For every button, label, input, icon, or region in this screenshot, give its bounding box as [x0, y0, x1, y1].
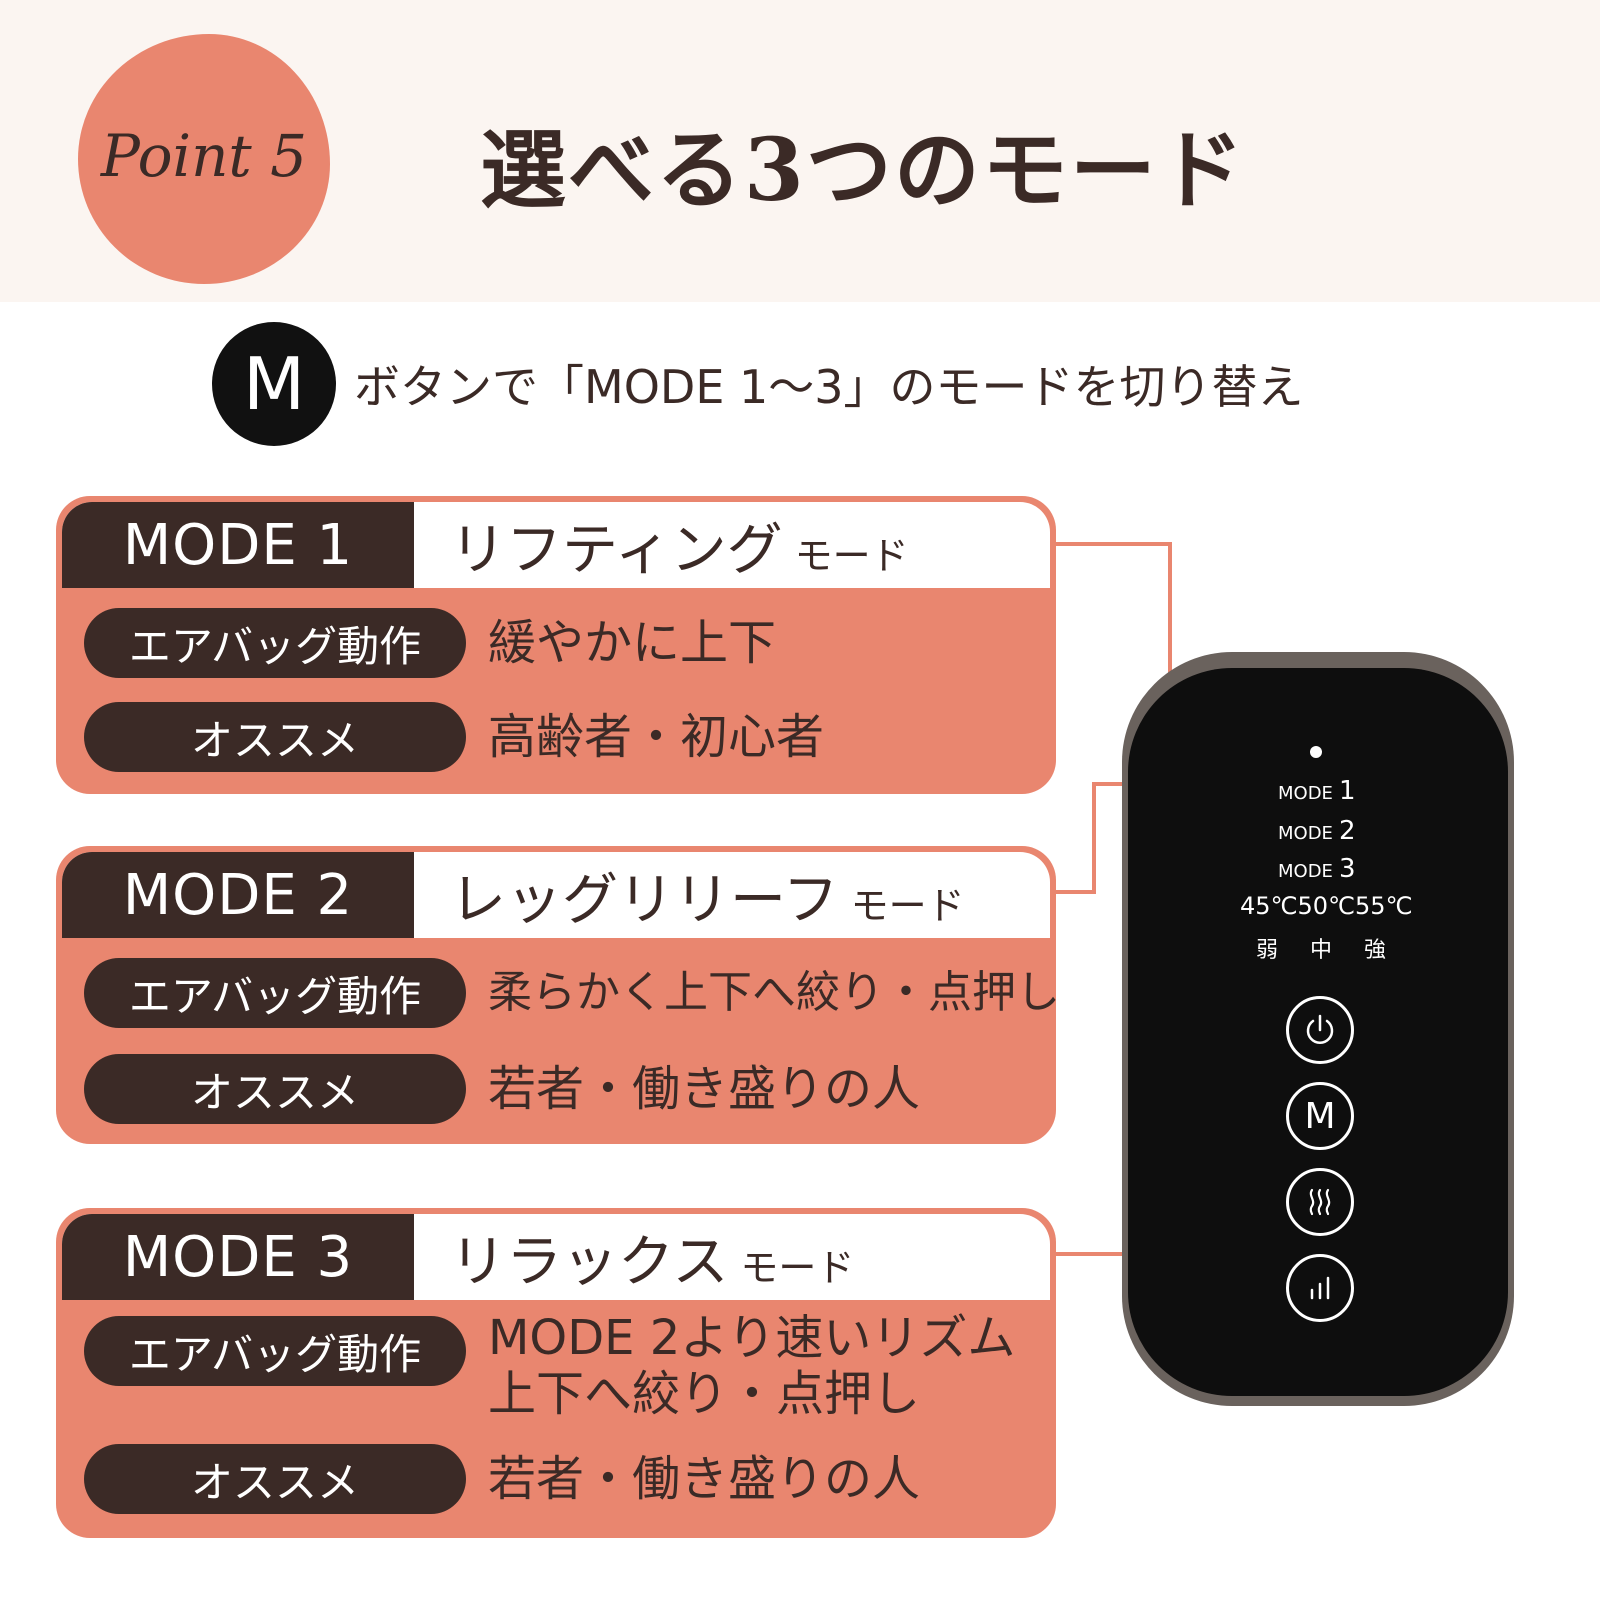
temp-mid: 50℃ — [1297, 892, 1356, 920]
device-mode-label: MODE — [1278, 861, 1333, 882]
mode-name: レッグリリーフ モード — [414, 855, 965, 936]
airbag-value: MODE 2より速いリズム 上下へ絞り・点押し — [488, 1310, 1015, 1422]
mode-name: リフティング モード — [414, 505, 909, 586]
m-button-icon: M — [212, 322, 336, 446]
mode-name-main: リラックス — [450, 1229, 729, 1295]
mode-name-suffix: モード — [850, 883, 965, 928]
mode-tag: MODE 1 — [62, 502, 414, 588]
airbag-value: 柔らかく上下へ絞り・点押し — [488, 967, 1056, 1018]
recommend-label: オススメ — [84, 1054, 466, 1124]
mode-tag: MODE 3 — [62, 1214, 414, 1300]
level-weak: 弱 — [1256, 938, 1279, 963]
recommend-row: オススメ 高齢者・初心者 — [84, 702, 824, 772]
recommend-label: オススメ — [84, 702, 466, 772]
airbag-value: 緩やかに上下 — [488, 615, 777, 671]
m-button-label: M — [1304, 1095, 1336, 1137]
subtitle-row: M ボタンで「MODE 1〜3」のモードを切り替え — [212, 322, 1304, 446]
mode-name-main: リフティング — [450, 517, 783, 583]
power-icon — [1306, 1014, 1334, 1044]
header-band: Point 5 選べる3つのモード — [0, 0, 1600, 302]
mode-card-header: MODE 3 リラックス モード — [62, 1214, 1050, 1300]
mode-card-3: MODE 3 リラックス モード エアバッグ動作 MODE 2より速いリズム 上… — [56, 1208, 1056, 1538]
device-mode-number: 1 — [1338, 776, 1356, 806]
heat-icon — [1309, 1188, 1331, 1216]
device-mode-number: 2 — [1338, 816, 1356, 846]
airbag-label: エアバッグ動作 — [84, 958, 466, 1028]
mode-card-header: MODE 2 レッグリリーフ モード — [62, 852, 1050, 938]
mode-name-suffix: モード — [740, 1245, 855, 1290]
recommend-row: オススメ 若者・働き盛りの人 — [84, 1054, 920, 1124]
temp-low: 45℃ — [1240, 892, 1298, 920]
device-mode-label: MODE — [1278, 783, 1333, 804]
page-title: 選べる3つのモード — [480, 120, 1246, 221]
intensity-icon — [1310, 1276, 1330, 1300]
level-labels: 弱 中 強 — [1256, 932, 1386, 964]
mode-button[interactable]: M — [1286, 1082, 1354, 1150]
intensity-button[interactable] — [1286, 1254, 1354, 1322]
mode-name-suffix: モード — [794, 533, 909, 578]
recommend-value: 高齢者・初心者 — [488, 709, 825, 765]
airbag-row: エアバッグ動作 緩やかに上下 — [84, 608, 776, 678]
indicator-light — [1310, 746, 1322, 758]
mode-name-main: レッグリリーフ — [450, 867, 839, 933]
point-label: Point 5 — [100, 122, 308, 190]
recommend-label: オススメ — [84, 1444, 466, 1514]
heat-button[interactable] — [1286, 1168, 1354, 1236]
airbag-label: エアバッグ動作 — [84, 1316, 466, 1386]
mode-card-2: MODE 2 レッグリリーフ モード エアバッグ動作 柔らかく上下へ絞り・点押し… — [56, 846, 1056, 1144]
level-medium: 中 — [1309, 938, 1332, 963]
recommend-value: 若者・働き盛りの人 — [488, 1451, 921, 1507]
temperature-labels: 45℃ 50℃ 55℃ — [1240, 892, 1413, 920]
device-mode-number: 3 — [1338, 854, 1356, 884]
airbag-value-line-2: 上下へ絞り・点押し — [488, 1366, 921, 1422]
airbag-label: エアバッグ動作 — [84, 608, 466, 678]
device-mode-label: MODE — [1278, 823, 1333, 844]
mode-tag: MODE 2 — [62, 852, 414, 938]
subtitle-text: ボタンで「MODE 1〜3」のモードを切り替え — [354, 360, 1304, 414]
recommend-value: 若者・働き盛りの人 — [488, 1061, 921, 1117]
airbag-row: エアバッグ動作 MODE 2より速いリズム 上下へ絞り・点押し — [84, 1310, 1015, 1422]
mode-card-1: MODE 1 リフティング モード エアバッグ動作 緩やかに上下 オススメ 高齢… — [56, 496, 1056, 794]
power-button[interactable] — [1286, 996, 1354, 1064]
recommend-row: オススメ 若者・働き盛りの人 — [84, 1444, 920, 1514]
airbag-value-line-1: MODE 2より速いリズム — [488, 1310, 1016, 1366]
airbag-row: エアバッグ動作 柔らかく上下へ絞り・点押し — [84, 958, 1056, 1028]
temp-high: 55℃ — [1355, 892, 1413, 920]
level-strong: 強 — [1363, 938, 1386, 963]
point-badge: Point 5 — [78, 34, 330, 284]
mode-card-header: MODE 1 リフティング モード — [62, 502, 1050, 588]
mode-name: リラックス モード — [414, 1217, 854, 1298]
